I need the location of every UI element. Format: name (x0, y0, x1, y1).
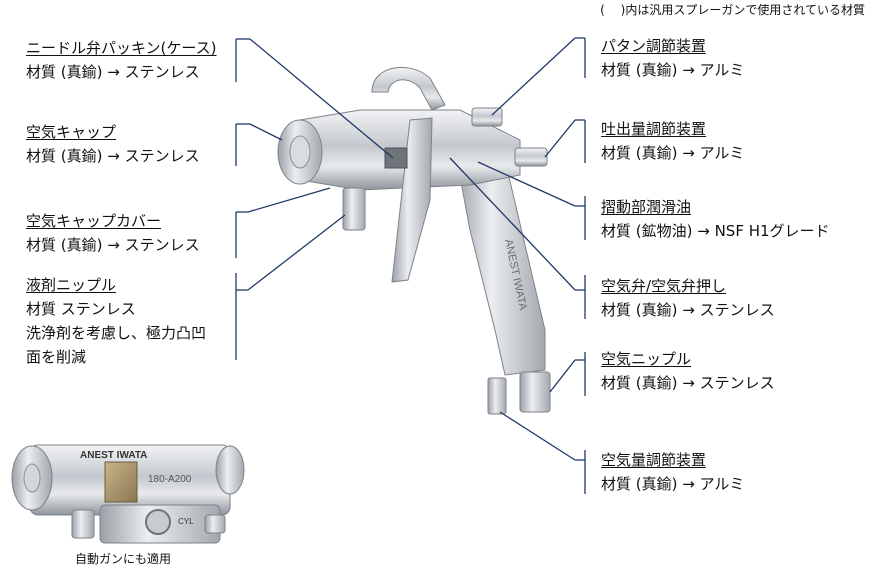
callout-line: 材質 (真鍮) → ステンレス (26, 236, 200, 254)
callout-title: 空気弁/空気弁押し (601, 277, 727, 295)
callout-title: 吐出量調節装置 (601, 120, 707, 138)
spray-gun-illustration: ANEST IWATA (277, 66, 551, 415)
auto-gun-model-label: 180-A200 (148, 474, 192, 485)
callout-title: パタン調節装置 (601, 37, 707, 55)
material-note: ( )内は汎用スプレーガンで使用されている材質 (600, 3, 865, 17)
callout-air-adjuster: 空気量調節装置 材質 (真鍮) → アルミ (601, 448, 744, 496)
callout-line: 材質 (真鍮) → ステンレス (601, 374, 775, 392)
callout-title: 空気キャップカバー (26, 212, 162, 230)
callout-line: 材質 (真鍮) → アルミ (601, 61, 745, 79)
callout-lubricant: 摺動部潤滑油 材質 (鉱物油) → NSF H1グレード (601, 195, 830, 243)
callout-fluid-adjuster: 吐出量調節装置 材質 (真鍮) → アルミ (601, 117, 744, 165)
callout-title: ニードル弁パッキン(ケース) (26, 39, 217, 57)
callout-title: 空気量調節装置 (601, 451, 707, 469)
callout-line: 材質 (真鍮) → ステンレス (26, 63, 200, 81)
callout-line: 材質 (真鍮) → アルミ (601, 475, 745, 493)
auto-gun-mark-label: CYL (178, 517, 194, 526)
callout-line: 材質 (鉱物油) → NSF H1グレード (601, 222, 830, 240)
callout-line: 材質 (真鍮) → ステンレス (26, 147, 200, 165)
callout-needle-packing: ニードル弁パッキン(ケース) 材質 (真鍮) → ステンレス (26, 36, 217, 84)
callout-air-valve: 空気弁/空気弁押し 材質 (真鍮) → ステンレス (601, 274, 775, 322)
callout-line: 洗浄剤を考慮し、極力凸凹 (26, 324, 207, 342)
callout-pattern-adjuster: パタン調節装置 材質 (真鍮) → アルミ (601, 34, 744, 82)
callout-title: 液剤ニップル (26, 276, 117, 294)
auto-gun-caption: 自動ガンにも適用 (75, 552, 172, 566)
automatic-gun-illustration: ANEST IWATA 180-A200 CYL (11, 444, 245, 544)
callout-line: 材質 (真鍮) → アルミ (601, 144, 745, 162)
leader-lines (235, 37, 586, 494)
callout-line: 材質 (真鍮) → ステンレス (601, 301, 775, 319)
callout-title: 空気ニップル (601, 350, 692, 368)
callout-air-cap: 空気キャップ 材質 (真鍮) → ステンレス (26, 120, 200, 168)
auto-gun-brand-label: ANEST IWATA (80, 450, 147, 461)
callout-fluid-nipple: 液剤ニップル 材質 ステンレス 洗浄剤を考慮し、極力凸凹 面を削減 (26, 273, 206, 369)
callout-air-nipple: 空気ニップル 材質 (真鍮) → ステンレス (601, 347, 775, 395)
callout-line: 面を削減 (26, 348, 87, 366)
callout-air-cap-cover: 空気キャップカバー 材質 (真鍮) → ステンレス (26, 209, 200, 257)
callout-line: 材質 ステンレス (26, 300, 136, 318)
callout-title: 空気キャップ (26, 123, 117, 141)
callout-title: 摺動部潤滑油 (601, 198, 692, 216)
